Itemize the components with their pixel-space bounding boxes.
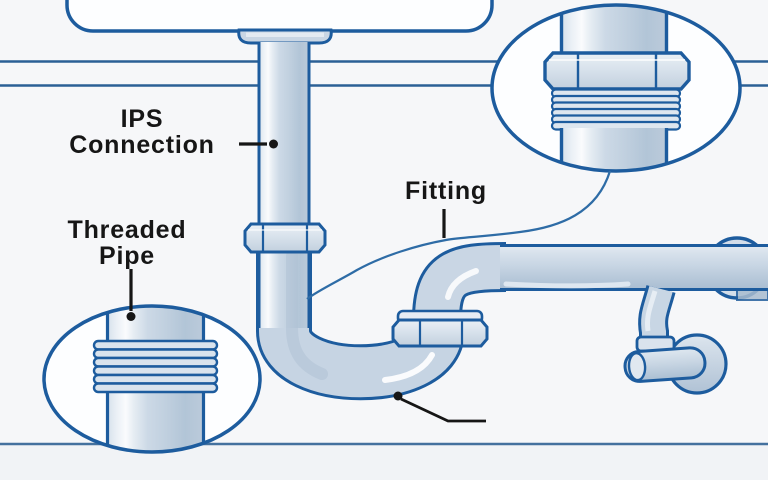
threaded-pipe-leader <box>126 269 136 321</box>
annotation-leaders <box>126 139 486 423</box>
callout-leader-line <box>306 170 612 300</box>
trap-arm <box>500 244 768 291</box>
pipe-threads <box>92 339 219 394</box>
callout-threaded-pipe-detail <box>42 304 262 454</box>
tailpiece-slip-nut <box>243 222 327 254</box>
drain-flange <box>237 28 333 45</box>
ips-connection-label: IPS Connection <box>69 105 215 160</box>
tailpiece-pipe <box>257 42 311 228</box>
valve-handle <box>623 346 707 383</box>
fitting-label: Fitting <box>405 177 487 205</box>
ips-connection-arrow <box>239 139 278 149</box>
sink-basin <box>65 0 494 33</box>
shutoff-valve <box>623 285 728 395</box>
floor-area <box>0 445 768 480</box>
trap-leader <box>393 391 486 423</box>
trap-slip-nut <box>391 309 489 348</box>
fitting-threads <box>550 88 682 131</box>
p-trap <box>256 242 507 401</box>
callout-fitting-detail <box>490 3 742 173</box>
threaded-pipe-label: Threaded Pipe <box>67 216 187 271</box>
